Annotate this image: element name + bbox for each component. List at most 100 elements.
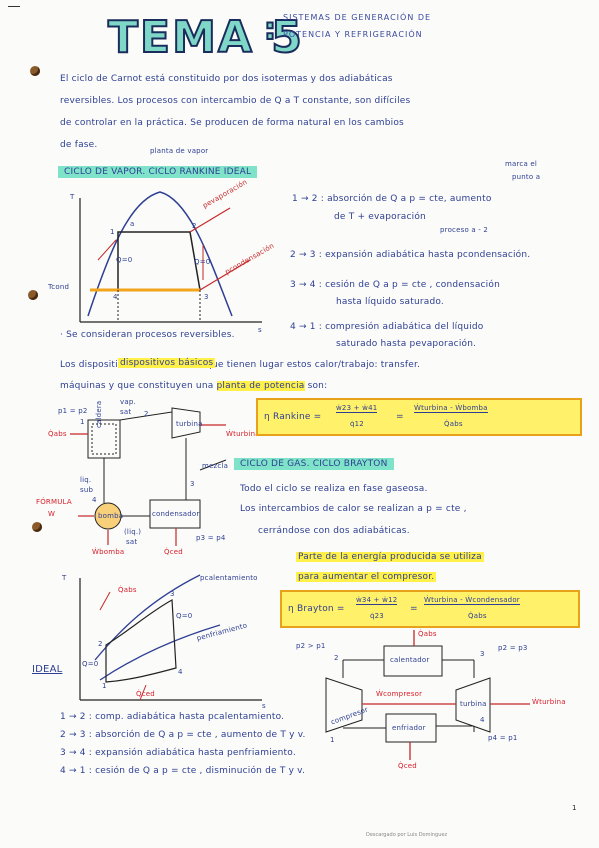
brayton-step4: 4 → 1 : cesión de Q a p = cte , disminuc… (60, 766, 306, 776)
bplant-qabs: Q̇abs (418, 630, 437, 638)
rankine-axis-t: T (70, 193, 75, 201)
corner-mark (8, 6, 20, 7)
rankine-n2: 2 (192, 222, 197, 230)
rankine-n4: 4 (113, 293, 118, 301)
plant-w: W (48, 510, 56, 518)
devices-line-1: Los dispositivos básicos en los que tien… (60, 360, 580, 370)
bplant-calentador: calentador (390, 656, 430, 664)
brayton-den2: Q̇abs (468, 612, 487, 620)
plant-n3: 3 (190, 480, 195, 488)
brayton-q0-1: Q=0 (176, 612, 193, 620)
brayton-n1: 1 (102, 682, 107, 690)
bplant-wturbina: Ẇturbina (532, 698, 566, 706)
brayton-efficiency-box: η Brayton = ẇ34 + ẇ12 q̇23 = Ẇturbina - … (280, 590, 580, 628)
plant-liq: liq. (80, 476, 92, 484)
plant-p1p2: p1 = p2 (58, 407, 88, 415)
eff-num1: ẇ23 + ẇ41 (336, 404, 378, 413)
plant-wbomba: Ẇbomba (92, 548, 125, 556)
marca-note-2: punto a (512, 173, 541, 181)
rankine-point-a: a (130, 220, 135, 228)
footer-text: Descargado por Luis Dominguez (366, 832, 448, 838)
title-colon: : (263, 11, 278, 48)
eff-den2: Q̇abs (444, 420, 463, 428)
bplant-enfriador: enfriador (392, 724, 426, 732)
devices-text-b: máquinas y que constituyen una (60, 381, 214, 391)
intro-line-3: de controlar en la práctica. Se producen… (60, 118, 404, 128)
page-number: 1 (572, 804, 577, 812)
rankine-tcond: Tcond (48, 283, 70, 291)
brayton-eq: = (410, 604, 418, 614)
bplant-p2p3: p2 = p3 (498, 644, 528, 652)
brayton-hl2: para aumentar el compresor. (296, 572, 437, 582)
plant-sat2: sat (126, 538, 138, 546)
eff-eq: = (396, 412, 404, 422)
brayton-l2: Los intercambios de calor se realizan a … (240, 504, 467, 514)
bplant-p4p1: p4 = p1 (488, 734, 518, 742)
bplant-turbina: turbina (460, 700, 487, 708)
devices-highlight: dispositivos básicos (118, 358, 216, 368)
plant-n2: 2 (144, 410, 149, 418)
brayton-pcal: pcalentamiento (200, 574, 258, 582)
bplant-p2p1: p2 > p1 (296, 642, 326, 650)
bplant-n1: 1 (330, 736, 335, 744)
note-reversible: · Se consideran procesos reversibles. (60, 330, 235, 340)
brayton-l1: Todo el ciclo se realiza en fase gaseosa… (240, 484, 428, 494)
rankine-step1c: proceso a - 2 (440, 226, 489, 234)
brayton-axis-t: T (62, 574, 67, 582)
eta-rankine: η Rankine = (264, 412, 322, 422)
plant-n1: 1 (80, 418, 85, 426)
bullet-icon (28, 290, 38, 300)
plant-wturbina: Ẇturbina (226, 430, 260, 438)
plant-qced: Q̇ced (164, 548, 183, 556)
marca-note-1: marca el (505, 160, 538, 168)
page-subtitle-1: SISTEMAS DE GENERACIÓN DE (283, 13, 432, 22)
rankine-step4a: 4 → 1 : compresión adiabática del líquid… (290, 322, 484, 332)
rankine-axis-s: s (258, 326, 262, 334)
bplant-qced: Q̇ced (398, 762, 417, 770)
brayton-ideal: IDEAL (32, 664, 63, 675)
plant-p3p4: p3 = p4 (196, 534, 226, 542)
brayton-axis-s: s (262, 702, 266, 710)
brayton-step1: 1 → 2 : comp. adiabática hasta pcalentam… (60, 712, 285, 722)
brayton-l3: cerrándose con dos adiabáticas. (258, 526, 410, 536)
brayton-heading: CICLO DE GAS. CICLO BRAYTON (234, 458, 394, 470)
rankine-step3b: hasta líquido saturado. (336, 297, 444, 307)
brayton-qced: Q̇ced (136, 690, 155, 698)
devices-text-a: Los dispositivos básicos en los que tien… (60, 360, 421, 370)
bullet-icon (32, 522, 42, 532)
rankine-step1a: 1 → 2 : absorción de Q a p = cte, aument… (292, 194, 492, 204)
brayton-hl1: Parte de la energía producida se utiliza (296, 552, 484, 562)
rankine-step1b: de T + evaporación (334, 212, 426, 222)
plant-mezcla: mezcla (202, 462, 229, 470)
plant-sat: sat (120, 408, 132, 416)
rankine-efficiency-box: η Rankine = ẇ23 + ẇ41 q̇12 = Ẇturbina - … (256, 398, 582, 436)
eff-den1: q̇12 (350, 420, 364, 428)
plant-qabs: Q̇abs (48, 430, 67, 438)
plant-bomba: bomba (98, 512, 124, 520)
plant-n4: 4 (92, 496, 97, 504)
rankine-step3a: 3 → 4 : cesión de Q a p = cte , condensa… (290, 280, 500, 290)
page-subtitle-2: POTENCIA Y REFRIGERACIÓN (283, 30, 423, 39)
bplant-n4: 4 (480, 716, 485, 724)
brayton-den1: q̇23 (370, 612, 384, 620)
rankine-q0-2: Q=0 (194, 258, 211, 266)
plant-condensador: condensador (152, 510, 200, 518)
intro-line-1: El ciclo de Carnot está constituido por … (60, 74, 393, 84)
brayton-q0-2: Q=0 (82, 660, 99, 668)
plant-caldera: caldera (95, 400, 103, 428)
eta-brayton: η Brayton = (288, 604, 345, 614)
rankine-step2: 2 → 3 : expansión adiabática hasta pcond… (290, 250, 531, 260)
bplant-n3: 3 (480, 650, 485, 658)
rankine-step4b: saturado hasta pevaporación. (336, 339, 477, 349)
brayton-n3: 3 (170, 590, 175, 598)
devices-text-c: son: (307, 381, 328, 391)
rankine-n3: 3 (204, 293, 209, 301)
plant-formula: FÓRMULA (36, 498, 72, 506)
bplant-n2: 2 (334, 654, 339, 662)
brayton-n4: 4 (178, 668, 183, 676)
bplant-wcompresor: Ẇcompresor (376, 690, 423, 698)
plant-turbina: turbina (176, 420, 203, 428)
plant-vap: vap. (120, 398, 136, 406)
brayton-num1: ẇ34 + ẇ12 (356, 596, 398, 605)
